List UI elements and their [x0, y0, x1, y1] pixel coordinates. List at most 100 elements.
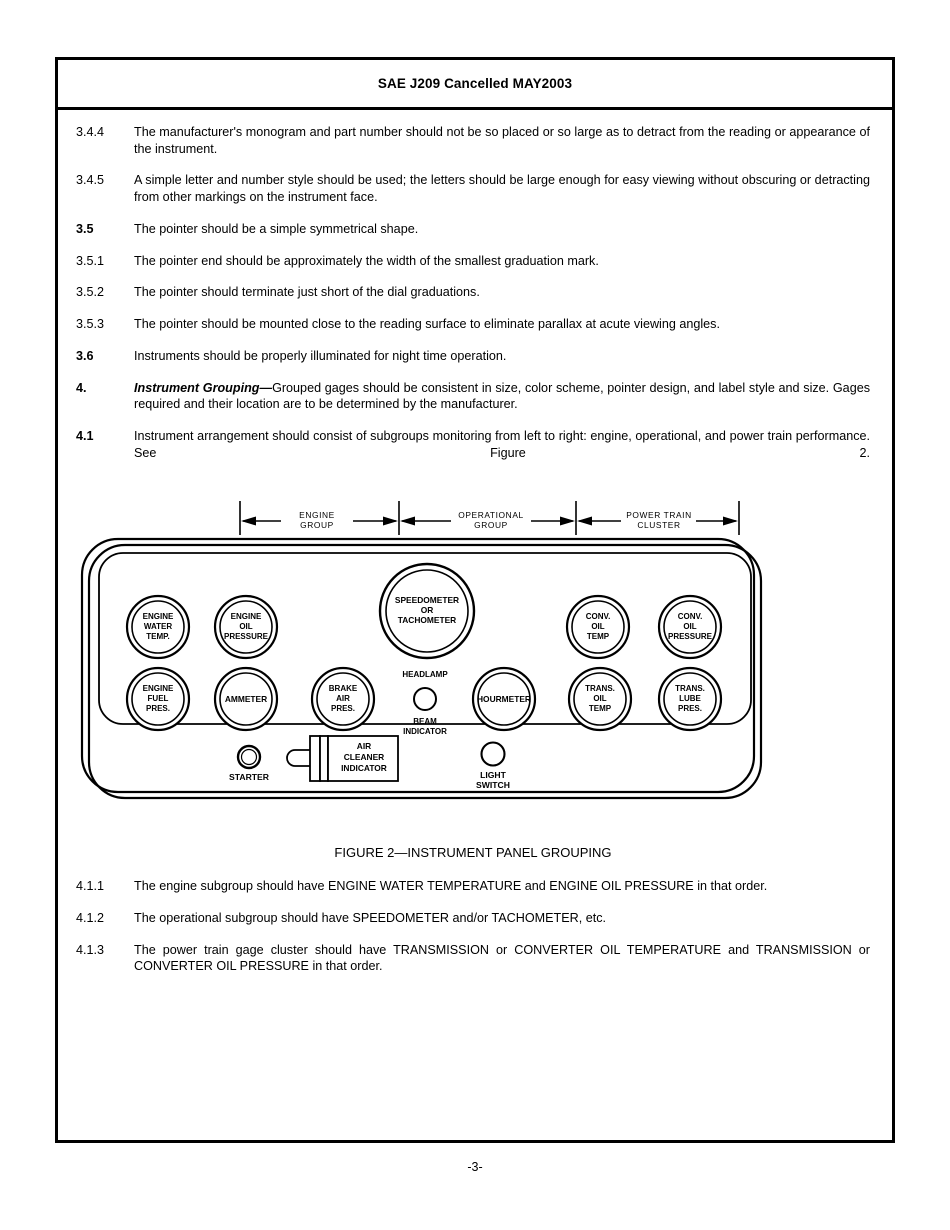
clause-number: 3.5.3 [76, 317, 105, 332]
air-cleaner-indicator[interactable]: AIR CLEANER INDICATOR [286, 735, 399, 783]
clause-text: The pointer should be a simple symmetric… [134, 221, 419, 236]
svg-text:CONV.: CONV. [678, 612, 703, 621]
light-switch-label: LIGHT SWITCH [476, 770, 510, 790]
gauge-engine-oil-pressure[interactable]: ENGINE OIL PRESSURE [213, 595, 279, 660]
clause-text: The pointer should be mounted close to t… [134, 317, 720, 332]
instrument-panel-diagram: ENGINE GROUP OPERATIONAL GROUP POWER TRA… [80, 501, 763, 800]
figure-2-instrument-panel-grouping: ENGINE GROUP OPERATIONAL GROUP POWER TRA… [76, 493, 870, 843]
clause-number: 4.1 [76, 429, 94, 444]
svg-text:CONV.: CONV. [586, 612, 611, 621]
gauge-label: HOURMETER [477, 694, 531, 704]
clause-text: Instrument arrangement should consist of… [134, 429, 870, 460]
clause-4-1-1: 4.1.1 The engine subgroup should have EN… [76, 878, 870, 895]
air-cleaner-indicator-label: AIR CLEANER INDICATOR [341, 741, 387, 773]
headlamp-beam-indicator-label: HEADLAMP BEAM INDICATOR [402, 670, 448, 736]
svg-text:CLEANER: CLEANER [344, 752, 384, 762]
document-page-frame: SAE J209 Cancelled MAY2003 3.4.4 The man… [55, 57, 895, 1143]
svg-text:ENGINE: ENGINE [143, 612, 174, 621]
group-label-powertrain-line1: POWER TRAIN [626, 510, 692, 520]
gauge-label: CONV. OIL PRESSURE [668, 612, 713, 641]
svg-text:OIL: OIL [593, 694, 606, 703]
headlamp-beam-indicator[interactable]: HEADLAMP BEAM INDICATOR [402, 670, 448, 736]
clause-3-5-1: 3.5.1 The pointer end should be approxim… [76, 253, 870, 270]
clause-number: 4.1.1 [76, 879, 105, 894]
group-label-engine-line2: GROUP [300, 520, 334, 530]
svg-text:PRESSURE: PRESSURE [224, 632, 269, 641]
gauge-label: SPEEDOMETER OR TACHOMETER [395, 595, 459, 625]
clause-3-4-4: 3.4.4 The manufacturer's monogram and pa… [76, 124, 870, 157]
starter-label: STARTER [229, 772, 270, 782]
clause-3-5-2: 3.5.2 The pointer should terminate just … [76, 284, 870, 301]
clause-number: 3.4.5 [76, 173, 105, 188]
group-label-engine-line1: ENGINE [299, 510, 335, 520]
gauge-label: AMMETER [225, 694, 267, 704]
clause-text: The engine subgroup should have ENGINE W… [134, 879, 768, 894]
svg-text:TEMP: TEMP [587, 632, 610, 641]
figure-caption: FIGURE 2—INSTRUMENT PANEL GROUPING [334, 845, 612, 861]
svg-text:AIR: AIR [336, 694, 350, 703]
gauge-label: TRANS. LUBE PRES. [675, 684, 705, 713]
gauge-label: BRAKE AIR PRES. [329, 684, 358, 713]
svg-text:TEMP.: TEMP. [146, 632, 169, 641]
clause-text: Instrument Grouping—Grouped gages should… [134, 380, 870, 413]
svg-text:HOURMETER: HOURMETER [477, 694, 531, 704]
clause-4-1-3: 4.1.3 The power train gage cluster shoul… [76, 942, 870, 975]
clause-text: The manufacturer's monogram and part num… [134, 125, 870, 156]
svg-text:TACHOMETER: TACHOMETER [398, 615, 456, 625]
clause-text: The operational subgroup should have SPE… [134, 911, 607, 926]
headlamp-label-below2: INDICATOR [403, 727, 447, 736]
dimension-arrowheads [241, 516, 738, 526]
clause-number: 4.1.3 [76, 942, 105, 957]
gauge-speedometer-or-tachometer[interactable]: SPEEDOMETER OR TACHOMETER [378, 563, 476, 660]
gauge-trans-oil-temp[interactable]: TRANS. OIL TEMP [567, 667, 633, 732]
clause-number: 4. [76, 380, 87, 395]
clause-number: 3.5.1 [76, 253, 105, 268]
svg-text:ENGINE: ENGINE [143, 684, 174, 693]
svg-text:OIL: OIL [591, 622, 604, 631]
headlamp-label-below1: BEAM [413, 717, 437, 726]
group-label-powertrain-line2: CLUSTER [637, 520, 680, 530]
group-label-operational-line2: GROUP [474, 520, 508, 530]
gauge-brake-air-pres[interactable]: BRAKE AIR PRES. [310, 667, 376, 732]
clause-4-1-2: 4.1.2 The operational subgroup should ha… [76, 910, 870, 927]
svg-text:LUBE: LUBE [679, 694, 701, 703]
document-header: SAE J209 Cancelled MAY2003 [58, 60, 892, 110]
svg-text:AIR: AIR [357, 741, 371, 751]
svg-text:PRES.: PRES. [678, 704, 702, 713]
svg-text:PRES.: PRES. [146, 704, 170, 713]
gauge-hourmeter[interactable]: HOURMETER [471, 667, 537, 732]
clause-number: 3.5.2 [76, 285, 105, 300]
gauge-label: ENGINE OIL PRESSURE [224, 612, 269, 641]
svg-text:WATER: WATER [144, 622, 173, 631]
group-labels: ENGINE GROUP OPERATIONAL GROUP POWER TRA… [299, 510, 692, 530]
instrument-panel-outline [80, 538, 763, 800]
gauge-ammeter[interactable]: AMMETER [213, 667, 279, 732]
gauge-conv-oil-temp[interactable]: CONV. OIL TEMP [565, 595, 631, 660]
svg-text:TRANS.: TRANS. [675, 684, 705, 693]
svg-text:PRESSURE: PRESSURE [668, 632, 713, 641]
gauge-engine-fuel-pres[interactable]: ENGINE FUEL PRES. [125, 667, 191, 732]
gauge-conv-oil-pressure[interactable]: CONV. OIL PRESSURE [657, 595, 723, 660]
clause-text: Instruments should be properly illuminat… [134, 348, 507, 363]
clause-text: The pointer end should be approximately … [134, 253, 599, 268]
clause-number: 3.5 [76, 221, 94, 236]
light-switch[interactable]: LIGHT SWITCH [476, 741, 510, 791]
svg-text:ENGINE: ENGINE [231, 612, 262, 621]
gauge-label: ENGINE WATER TEMP. [143, 612, 174, 641]
svg-text:SPEEDOMETER: SPEEDOMETER [395, 595, 459, 605]
gauge-trans-lube-pres[interactable]: TRANS. LUBE PRES. [657, 667, 723, 732]
clause-3-4-5: 3.4.5 A simple letter and number style s… [76, 172, 870, 205]
starter-button[interactable]: STARTER [229, 745, 270, 782]
gauge-engine-water-temp[interactable]: ENGINE WATER TEMP. [125, 595, 191, 660]
clause-text: The power train gage cluster should have… [134, 942, 870, 974]
clause-4: 4. Instrument Grouping—Grouped gages sho… [76, 380, 870, 413]
svg-text:OIL: OIL [239, 622, 252, 631]
svg-text:AMMETER: AMMETER [225, 694, 267, 704]
svg-text:TRANS.: TRANS. [585, 684, 615, 693]
clause-number: 3.6 [76, 348, 94, 363]
svg-text:LIGHT: LIGHT [480, 770, 507, 780]
clause-text: A simple letter and number style should … [134, 173, 870, 205]
headlamp-label-above: HEADLAMP [402, 670, 448, 679]
svg-text:TEMP: TEMP [589, 704, 612, 713]
svg-text:OIL: OIL [683, 622, 696, 631]
